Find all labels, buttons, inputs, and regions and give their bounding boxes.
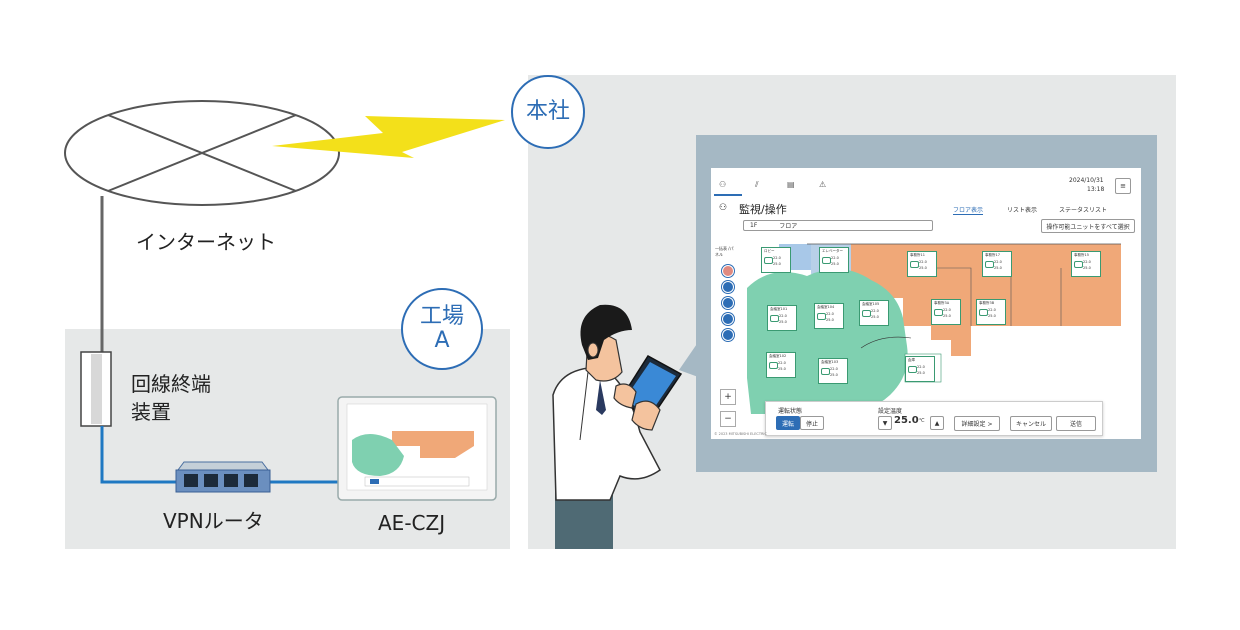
line-terminal-stripe: [91, 354, 102, 424]
ac-unit-icon: [764, 257, 773, 264]
monitor-icon[interactable]: ⚇: [719, 180, 727, 189]
ae-czj-mini-orange: [392, 431, 474, 458]
factory-badge-line2: A: [434, 328, 450, 353]
vpn-router-label: VPNルータ: [163, 509, 264, 533]
headquarters-badge: 本社: [511, 75, 585, 149]
side-nav-1[interactable]: [722, 265, 734, 277]
map-orange-zones: [809, 244, 1121, 356]
map-green-zones: [747, 268, 908, 414]
side-caption: 一括表 /パネル: [715, 246, 734, 257]
monitoring-screen: ⚇ ⫽ ▤ ⚠ 2024/10/31 13:18 ≡ ⚇ 監視/操作 フロア表示…: [711, 168, 1141, 439]
zoom-out-button[interactable]: −: [720, 411, 736, 427]
map-walls-2: [931, 267, 972, 326]
router-port-3: [224, 474, 238, 487]
factory-a-badge: 工場 A: [401, 288, 483, 370]
copyright-text: © 2023 MITSUBISHI ELECTRIC: [714, 432, 767, 436]
ae-czj-mini-run-btn: [370, 479, 379, 484]
menu-button[interactable]: ≡: [1115, 178, 1131, 194]
select-all-button[interactable]: 操作可能ユニットをすべて選択: [1041, 219, 1135, 233]
details-button[interactable]: 詳細設定 >: [954, 416, 1000, 431]
ac-unit-icon: [908, 366, 917, 373]
run-state-label: 運転状態: [778, 408, 803, 415]
floor-map: [747, 243, 1121, 414]
setpoint-label: 設定温度: [878, 408, 903, 415]
ac-unit-icon: [1074, 261, 1083, 268]
person-illustration: [552, 304, 683, 549]
warning-icon[interactable]: ⚠: [819, 180, 827, 189]
side-nav-4[interactable]: [722, 313, 734, 325]
router-port-2: [204, 474, 218, 487]
tab-list-view[interactable]: リスト表示: [1007, 207, 1038, 214]
tab-status-list[interactable]: ステータスリスト: [1059, 207, 1108, 214]
binoculars-icon: ⚇: [719, 203, 728, 213]
side-nav-3[interactable]: [722, 297, 734, 309]
ac-unit-icon: [821, 368, 830, 375]
tab-floor-view[interactable]: フロア表示: [953, 207, 984, 215]
router-port-4: [244, 474, 258, 487]
run-button[interactable]: 運転: [776, 416, 800, 430]
ac-unit-icon: [910, 261, 919, 268]
ac-unit-icon: [770, 315, 779, 322]
ae-czj-mini-green: [352, 434, 404, 476]
ac-unit-icon: [862, 310, 871, 317]
send-button[interactable]: 送信: [1056, 416, 1096, 431]
blue-cable-1: [100, 426, 176, 484]
floor-name: フロア: [779, 223, 798, 230]
map-walls-5: [860, 336, 912, 349]
temp-up-button[interactable]: ▲: [930, 416, 944, 430]
router-port-1: [184, 474, 198, 487]
side-nav-2[interactable]: [722, 281, 734, 293]
internet-cross-line-2: [107, 114, 297, 192]
control-bar: 運転状態 運転 停止 設定温度 ▼ 25.0 ℃ ▲ 詳細設定 > キャンセル …: [765, 401, 1103, 436]
cancel-button[interactable]: キャンセル: [1010, 416, 1052, 431]
ac-unit-icon: [934, 309, 943, 316]
internet-label: インターネット: [136, 230, 276, 254]
screen-date: 2024/10/31: [1069, 177, 1104, 184]
side-nav-5[interactable]: [722, 329, 734, 341]
headquarters-badge-text: 本社: [525, 98, 570, 124]
ae-czj-mini-control: [364, 476, 470, 487]
setpoint-value: 25.0: [894, 415, 919, 426]
zoom-in-button[interactable]: +: [720, 389, 736, 405]
screen-time: 13:18: [1087, 186, 1105, 193]
floor-level: 1F: [750, 222, 758, 229]
wireless-lightning-icon: [272, 116, 505, 158]
ac-unit-icon: [769, 362, 778, 369]
page-title: 監視/操作: [739, 203, 787, 216]
line-terminal-label-1: 回線終端: [131, 372, 211, 396]
temp-down-button[interactable]: ▼: [878, 416, 892, 430]
ac-unit-icon: [817, 313, 826, 320]
active-tab-indicator: [714, 194, 742, 196]
chart-icon[interactable]: ⫽: [755, 180, 759, 189]
stop-button[interactable]: 停止: [800, 416, 824, 430]
schedule-icon[interactable]: ▤: [787, 180, 795, 189]
vpn-router-top: [177, 461, 269, 471]
floor-select[interactable]: 1F フロア: [743, 220, 933, 231]
line-terminal-label-2: 装置: [131, 400, 171, 424]
setpoint-unit: ℃: [919, 418, 925, 424]
ac-unit-icon: [985, 261, 994, 268]
ac-unit-icon: [822, 257, 831, 264]
ac-unit-icon: [979, 309, 988, 316]
factory-badge-line1: 工場: [419, 303, 464, 329]
ae-czj-label: AE-CZJ: [378, 511, 446, 535]
